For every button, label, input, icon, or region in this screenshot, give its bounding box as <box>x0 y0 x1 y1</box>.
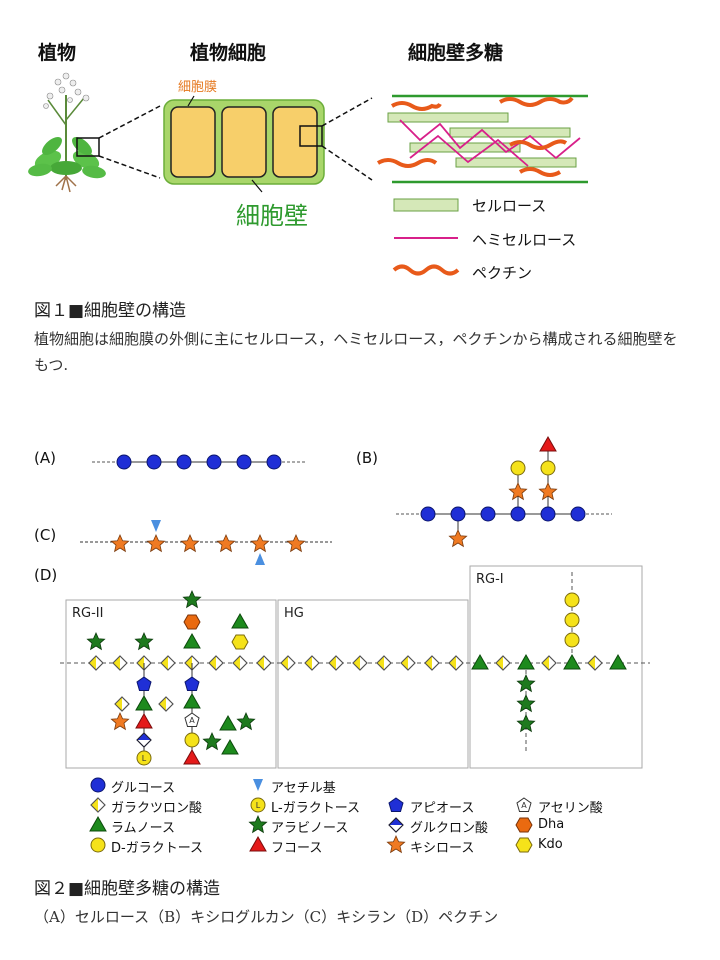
panel-b-xyloglucan <box>396 436 612 547</box>
legend-cellulose: セルロース <box>472 197 547 215</box>
cell-wall-label: 細胞壁 <box>236 202 308 230</box>
legend-glucose: グルコース <box>111 781 176 796</box>
rg1-box-label: RG-I <box>476 572 504 587</box>
legend-fucose: フコース <box>271 841 323 856</box>
plant-cell-heading: 植物細胞 <box>190 42 267 64</box>
pectin-icon <box>392 264 460 276</box>
figure-1-title: 図１■細胞壁の構造 <box>34 301 187 321</box>
plant-heading: 植物 <box>38 42 77 64</box>
legend-rhamnose: ラムノース <box>111 821 175 836</box>
legend-pectin: ペクチン <box>472 264 533 282</box>
panel-a-label: (A) <box>34 449 56 467</box>
legend-galacturonic-acid: ガラクツロン酸 <box>111 801 203 816</box>
hg-box-label: HG <box>284 606 304 621</box>
panel-c-label: (C) <box>34 526 57 544</box>
plant-cells <box>163 95 325 193</box>
cell-membrane-label: 細胞膜 <box>178 80 218 95</box>
figure-2-caption: （A）セルロース（B）キシログルカン（C）キシラン（D）ペクチン <box>34 908 499 926</box>
panel-d-label: (D) <box>34 566 58 584</box>
legend-l-galactose: L-ガラクトース <box>271 801 361 816</box>
legend-acetyl-group: アセチル基 <box>271 781 336 796</box>
panel-d-pectin <box>60 565 650 769</box>
legend-kdo: Kdo <box>538 837 563 852</box>
cell-wall-polysaccharide-heading: 細胞壁多糖 <box>408 42 504 64</box>
legend-dha: Dha <box>538 817 565 832</box>
cellulose-icon <box>393 198 459 212</box>
legend-apiose: アピオース <box>410 801 475 816</box>
legend-aceric-acid: アセリン酸 <box>538 801 603 816</box>
plant-illustration <box>28 72 106 193</box>
panel-b-label: (B) <box>356 449 378 467</box>
legend-glucuronic-acid: グルクロン酸 <box>410 821 489 836</box>
figure-2-title: 図２■細胞壁多糖の構造 <box>34 879 221 899</box>
legend-hemicellulose: ヘミセルロース <box>472 231 577 249</box>
panel-a-cellulose <box>92 454 306 470</box>
legend-arabinose: アラビノース <box>271 821 349 836</box>
legend-xylose: キシロース <box>410 841 475 856</box>
legend-d-galactose: D-ガラクトース <box>111 841 204 856</box>
panel-c-xylan <box>80 520 332 565</box>
figure-1-caption: 植物細胞は細胞膜の外側に主にセルロース，ヘミセルロース，ペクチンから構成される細… <box>34 330 678 374</box>
rg2-box-label: RG-II <box>72 606 104 621</box>
cell-wall-structure <box>376 94 588 184</box>
